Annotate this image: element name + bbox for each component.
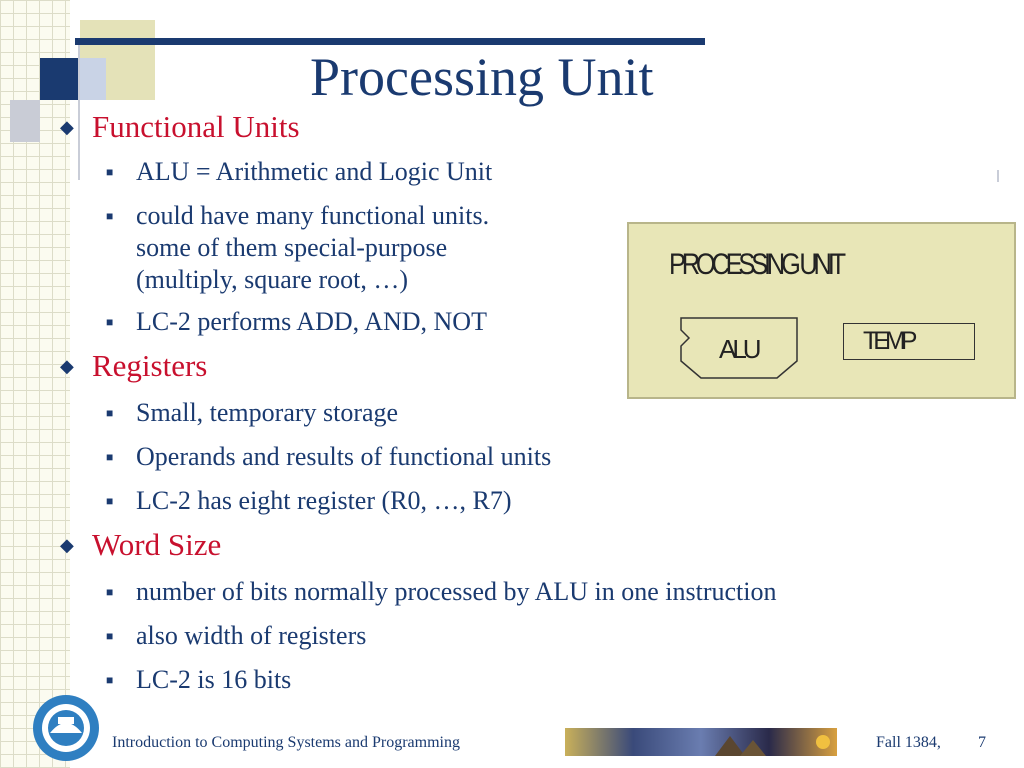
bullet-item: ■ LC-2 performs ADD, AND, NOT <box>60 306 1000 338</box>
bullet-text: LC-2 is 16 bits <box>136 665 292 694</box>
square-bullet-icon: ■ <box>106 165 114 179</box>
footer-course: Introduction to Computing Systems and Pr… <box>112 734 460 751</box>
bullet-item: ■ LC-2 has eight register (R0, …, R7) <box>60 485 1000 517</box>
square-bullet-icon: ■ <box>106 629 114 643</box>
bullet-text: Small, temporary storage <box>136 398 399 427</box>
deco-horizontal-rule <box>75 38 705 45</box>
bullet-text: number of bits normally processed by ALU… <box>136 577 777 606</box>
bullet-text-line: some of them special-purpose <box>136 233 448 262</box>
diamond-bullet-icon: ◆ <box>60 117 74 137</box>
section-heading: ◆ Functional Units <box>60 108 1000 146</box>
section-word-size: ◆ Word Size ■ number of bits normally pr… <box>60 526 1000 696</box>
bullet-item: ■ LC-2 is 16 bits <box>60 664 1000 696</box>
bullet-item: ■ Operands and results of functional uni… <box>60 441 1000 473</box>
diamond-bullet-icon: ◆ <box>60 535 74 555</box>
bullet-item: ■ number of bits normally processed by A… <box>60 576 1000 608</box>
bullet-item: ■ could have many functional units. some… <box>60 200 1000 296</box>
deco-tick-mark <box>997 170 999 182</box>
footer-image-strip <box>565 728 837 756</box>
bullet-item: ■ ALU = Arithmetic and Logic Unit <box>60 156 1000 188</box>
temp-register-box <box>843 323 975 360</box>
diamond-bullet-icon: ◆ <box>60 356 74 376</box>
bullet-text: LC-2 performs ADD, AND, NOT <box>136 307 487 336</box>
bullet-text: LC-2 has eight register (R0, …, R7) <box>136 486 512 515</box>
bullet-item: ■ Small, temporary storage <box>60 397 1000 429</box>
square-bullet-icon: ■ <box>106 209 114 223</box>
slide-title: Processing Unit <box>310 47 654 107</box>
footer-page-number: 7 <box>978 734 986 751</box>
temp-label: TEMP <box>863 327 917 355</box>
square-bullet-icon: ■ <box>106 585 114 599</box>
figure-title: PROCESSING UNIT <box>669 248 846 281</box>
square-bullet-icon: ■ <box>106 494 114 508</box>
bullet-text: Operands and results of functional units <box>136 442 552 471</box>
alu-label: ALU <box>719 334 762 364</box>
square-bullet-icon: ■ <box>106 673 114 687</box>
deco-square-grey <box>10 100 40 142</box>
university-logo <box>33 695 99 761</box>
bullet-text-line: (multiply, square root, …) <box>136 265 408 294</box>
deco-square-lightblue <box>80 58 106 100</box>
square-bullet-icon: ■ <box>106 315 114 329</box>
bullet-item: ■ also width of registers <box>60 620 1000 652</box>
section-heading-text: Registers <box>92 348 208 383</box>
bullet-text: also width of registers <box>136 621 367 650</box>
section-heading: ◆ Word Size <box>60 526 1000 564</box>
footer-term: Fall 1384, <box>876 734 941 751</box>
deco-square-navy <box>40 58 80 100</box>
section-functional-units: ◆ Functional Units ■ ALU = Arithmetic an… <box>60 108 1000 338</box>
section-heading: ◆ Registers <box>60 347 1000 385</box>
section-heading-text: Word Size <box>92 527 222 562</box>
section-heading-text: Functional Units <box>92 109 300 144</box>
square-bullet-icon: ■ <box>106 406 114 420</box>
square-bullet-icon: ■ <box>106 450 114 464</box>
processing-unit-figure: PROCESSING UNIT ALU TEMP <box>627 222 1016 399</box>
slide-content: ◆ Functional Units ■ ALU = Arithmetic an… <box>60 108 1000 696</box>
section-registers: ◆ Registers ■ Small, temporary storage ■… <box>60 347 1000 517</box>
deco-vertical-rule <box>78 40 80 180</box>
bullet-text: could have many functional units. <box>136 201 490 230</box>
bullet-text: ALU = Arithmetic and Logic Unit <box>136 157 493 186</box>
alu-shape <box>680 317 798 379</box>
